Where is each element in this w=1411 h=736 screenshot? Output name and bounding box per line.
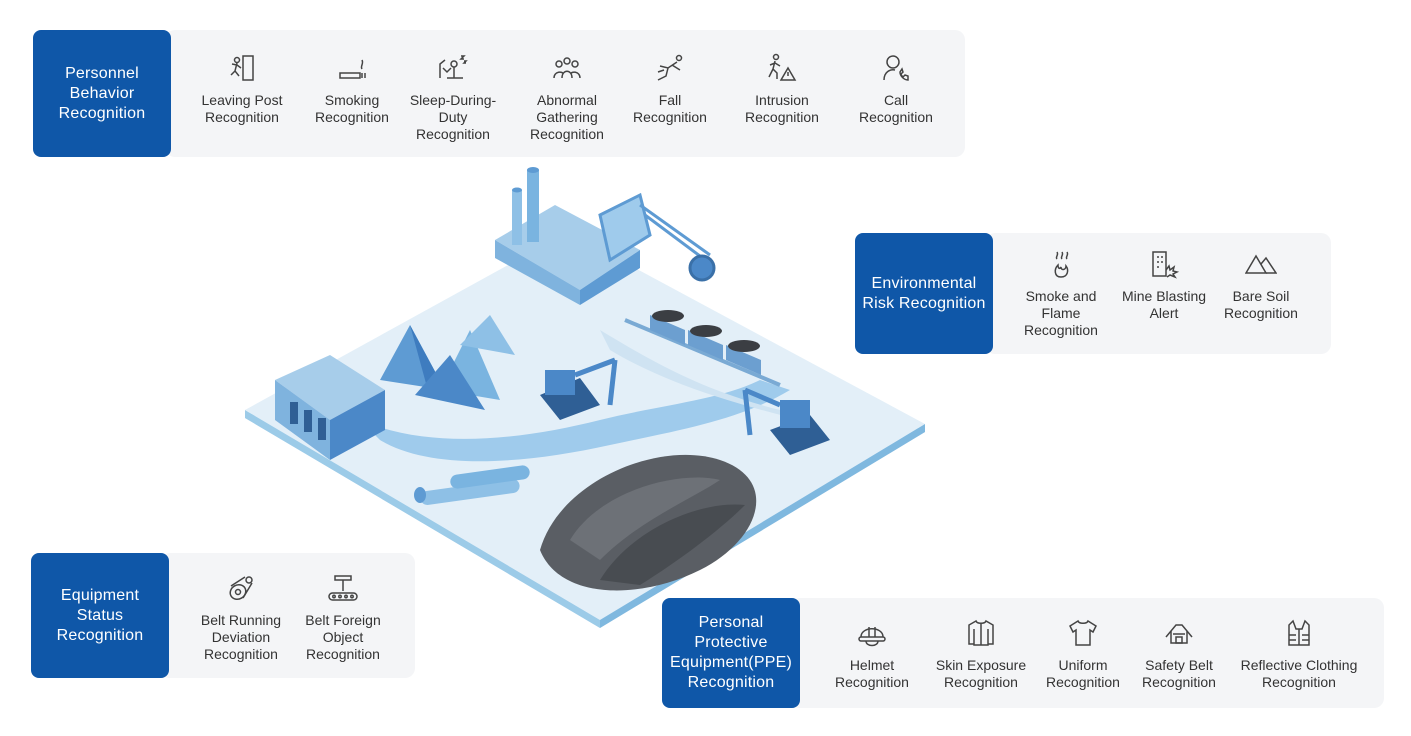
river xyxy=(360,380,790,462)
safety-belt-item: Safety Belt Recognition xyxy=(1129,617,1229,691)
leaving-post-item: Leaving Post Recognition xyxy=(192,52,292,126)
ppe-panel xyxy=(790,598,1384,708)
warehouse xyxy=(275,355,385,460)
helmet-icon xyxy=(858,627,886,647)
bare-soil-item: Bare Soil Recognition xyxy=(1211,248,1311,322)
conveyor-tower xyxy=(598,192,716,282)
belt-foreign-object-icon xyxy=(328,575,358,601)
mine-blasting-icon xyxy=(1152,251,1180,279)
smoking-item: Smoking Recognition xyxy=(302,52,402,126)
intrusion-item: Intrusion Recognition xyxy=(732,52,832,126)
environmental-risk-panel xyxy=(985,233,1331,354)
belt-foreign-object-item: Belt Foreign Object Recognition xyxy=(290,572,396,663)
belt-deviation-icon xyxy=(229,576,253,601)
reflective-clothing-item: Reflective Clothing Recognition xyxy=(1234,617,1364,691)
coal-train xyxy=(624,310,781,387)
intrusion-icon xyxy=(768,53,797,81)
equipment-status-panel xyxy=(160,553,415,678)
skin-exposure-item: Skin Exposure Recognition xyxy=(925,617,1037,691)
smoking-icon xyxy=(339,59,366,79)
fall-item: Fall Recognition xyxy=(620,52,720,126)
mine-blasting-item: Mine Blasting Alert xyxy=(1114,248,1214,322)
uniform-item: Uniform Recognition xyxy=(1033,617,1133,691)
call-item: Call Recognition xyxy=(846,52,946,126)
fall-icon xyxy=(657,54,683,81)
call-icon xyxy=(883,55,909,81)
helmet-item: Helmet Recognition xyxy=(822,617,922,691)
excavator-right xyxy=(742,387,830,455)
belt-deviation-item: Belt Running Deviation Recognition xyxy=(185,572,297,663)
bare-soil-icon xyxy=(1245,254,1277,274)
ppe-title: Personal Protective Equipment(PPE) Recog… xyxy=(662,598,800,708)
excavator-left xyxy=(540,357,618,420)
rock-piles xyxy=(380,315,515,410)
factory-building xyxy=(495,167,640,305)
smoke-flame-icon xyxy=(1054,251,1069,278)
safety-belt-icon xyxy=(1165,624,1193,644)
leaving-post-icon xyxy=(230,55,254,81)
gathering-icon xyxy=(553,57,581,79)
personnel-behavior-title: Personnel Behavior Recognition xyxy=(33,30,171,157)
gathering-item: Abnormal Gathering Recognition xyxy=(517,52,617,143)
uniform-icon xyxy=(1069,619,1097,646)
skin-exposure-icon xyxy=(968,619,994,646)
sleep-icon xyxy=(439,55,468,79)
equipment-status-title: Equipment Status Recognition xyxy=(31,553,169,678)
reflective-clothing-icon xyxy=(1288,619,1310,646)
smoke-flame-item: Smoke and Flame Recognition xyxy=(1011,248,1111,339)
sleep-item: Sleep-During- Duty Recognition xyxy=(403,52,503,143)
coal-pile xyxy=(540,454,757,591)
environmental-risk-title: Environmental Risk Recognition xyxy=(855,233,993,354)
pipes xyxy=(414,465,530,505)
personnel-behavior-panel xyxy=(165,30,965,157)
